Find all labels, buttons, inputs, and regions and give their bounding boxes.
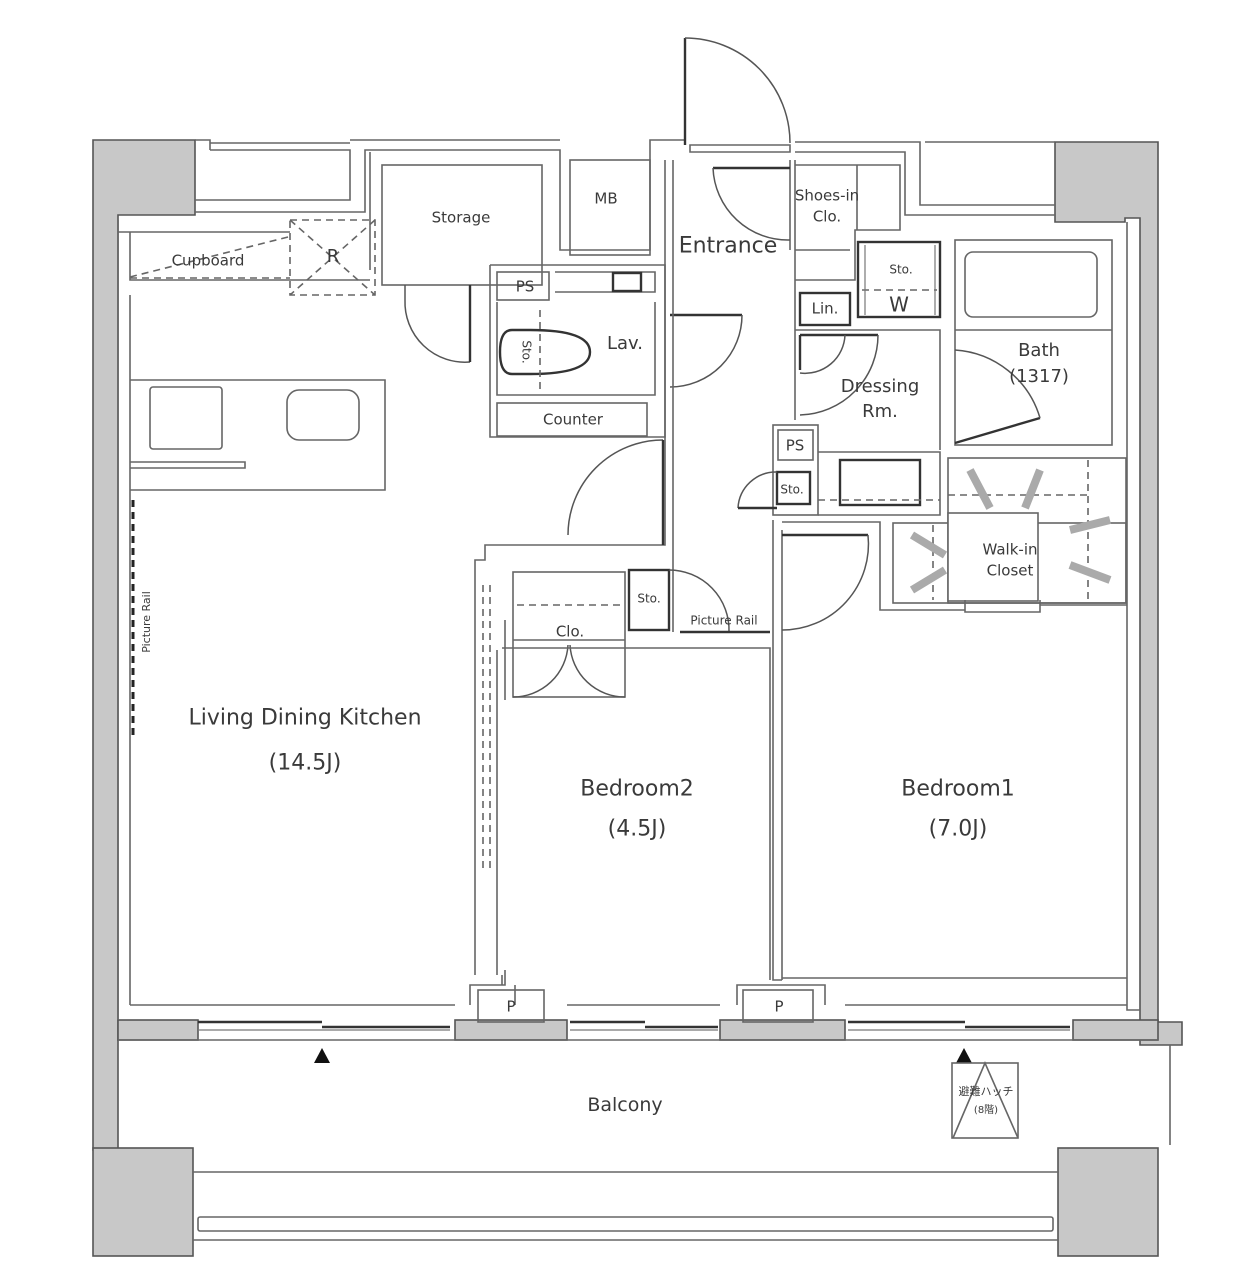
label-ps-dressing: PS [785, 436, 805, 455]
label-ps-lav: PS [515, 277, 535, 296]
label-sto-toilet: Sto. [519, 340, 534, 364]
structural-walls [92, 139, 1183, 1257]
label-evac-hatch-line1: 避難ハッチ [958, 1085, 1014, 1099]
label-cupboard: Cupboard [171, 251, 245, 270]
bedroom1-walls [772, 520, 1127, 981]
label-refrigerator: R [326, 245, 340, 267]
room-label-shoes-line2: Clo. [812, 207, 842, 226]
bedroom2-walls [482, 568, 771, 985]
label-counter: Counter [543, 410, 603, 429]
room-label-walkin-line1: Walk-in [982, 540, 1038, 559]
exterior-walls [117, 139, 1171, 1241]
window-marker-icon [956, 1048, 972, 1063]
room-label-bedroom1-size: (7.0J) [928, 816, 988, 842]
shoes-closet [795, 164, 901, 281]
label-evac-hatch-line2: (8階) [973, 1104, 999, 1116]
room-label-dressing-line2: Rm. [862, 400, 898, 422]
label-sto-washer: Sto. [889, 262, 913, 277]
room-label-storage: Storage [431, 208, 491, 227]
bathroom [954, 239, 1113, 446]
label-picture-rail-hall: Picture Rail [690, 613, 758, 628]
label-clo-bedroom2: Clo. [555, 622, 585, 641]
room-label-balcony: Balcony [587, 1094, 663, 1117]
room-label-bath-size: (1317) [1009, 365, 1069, 387]
room-label-lav: Lav. [606, 332, 644, 354]
room-label-dressing-line1: Dressing [840, 375, 920, 397]
label-picture-rail-ldk: Picture Rail [140, 591, 154, 653]
label-washer: W [889, 292, 909, 317]
room-label-bedroom1: Bedroom1 [901, 776, 1015, 802]
kitchen-island [130, 379, 386, 491]
entrance-hall [474, 37, 796, 975]
room-label-walkin-line2: Closet [986, 561, 1034, 580]
label-linen: Lin. [811, 299, 839, 318]
dressing-lower [737, 424, 941, 516]
dressing-room [795, 291, 941, 450]
balcony-windows [198, 1020, 1070, 1063]
label-sto-dressing: Sto. [780, 482, 804, 497]
room-label-bedroom2-size: (4.5J) [607, 816, 667, 842]
room-label-bedroom2: Bedroom2 [580, 776, 694, 802]
room-label-entrance: Entrance [678, 233, 778, 259]
label-pipe-space-1: P [506, 997, 516, 1016]
label-sto-bedroom2: Sto. [637, 591, 661, 606]
storage-area [381, 159, 651, 363]
room-label-bath: Bath [1018, 339, 1060, 361]
window-marker-icon [314, 1048, 330, 1063]
room-label-shoes-line1: Shoes-in [794, 186, 860, 205]
room-label-mb: MB [594, 189, 618, 208]
label-pipe-space-2: P [774, 997, 784, 1016]
walk-in-closet [892, 457, 1127, 613]
pipe-spaces [469, 970, 826, 1023]
room-label-ldk-size: (14.5J) [268, 750, 342, 776]
kitchen-cupboard [129, 219, 376, 296]
evacuation-hatch [951, 1060, 1019, 1139]
lavatory [489, 264, 743, 438]
washer-area [856, 240, 942, 319]
room-label-ldk: Living Dining Kitchen [188, 705, 422, 731]
